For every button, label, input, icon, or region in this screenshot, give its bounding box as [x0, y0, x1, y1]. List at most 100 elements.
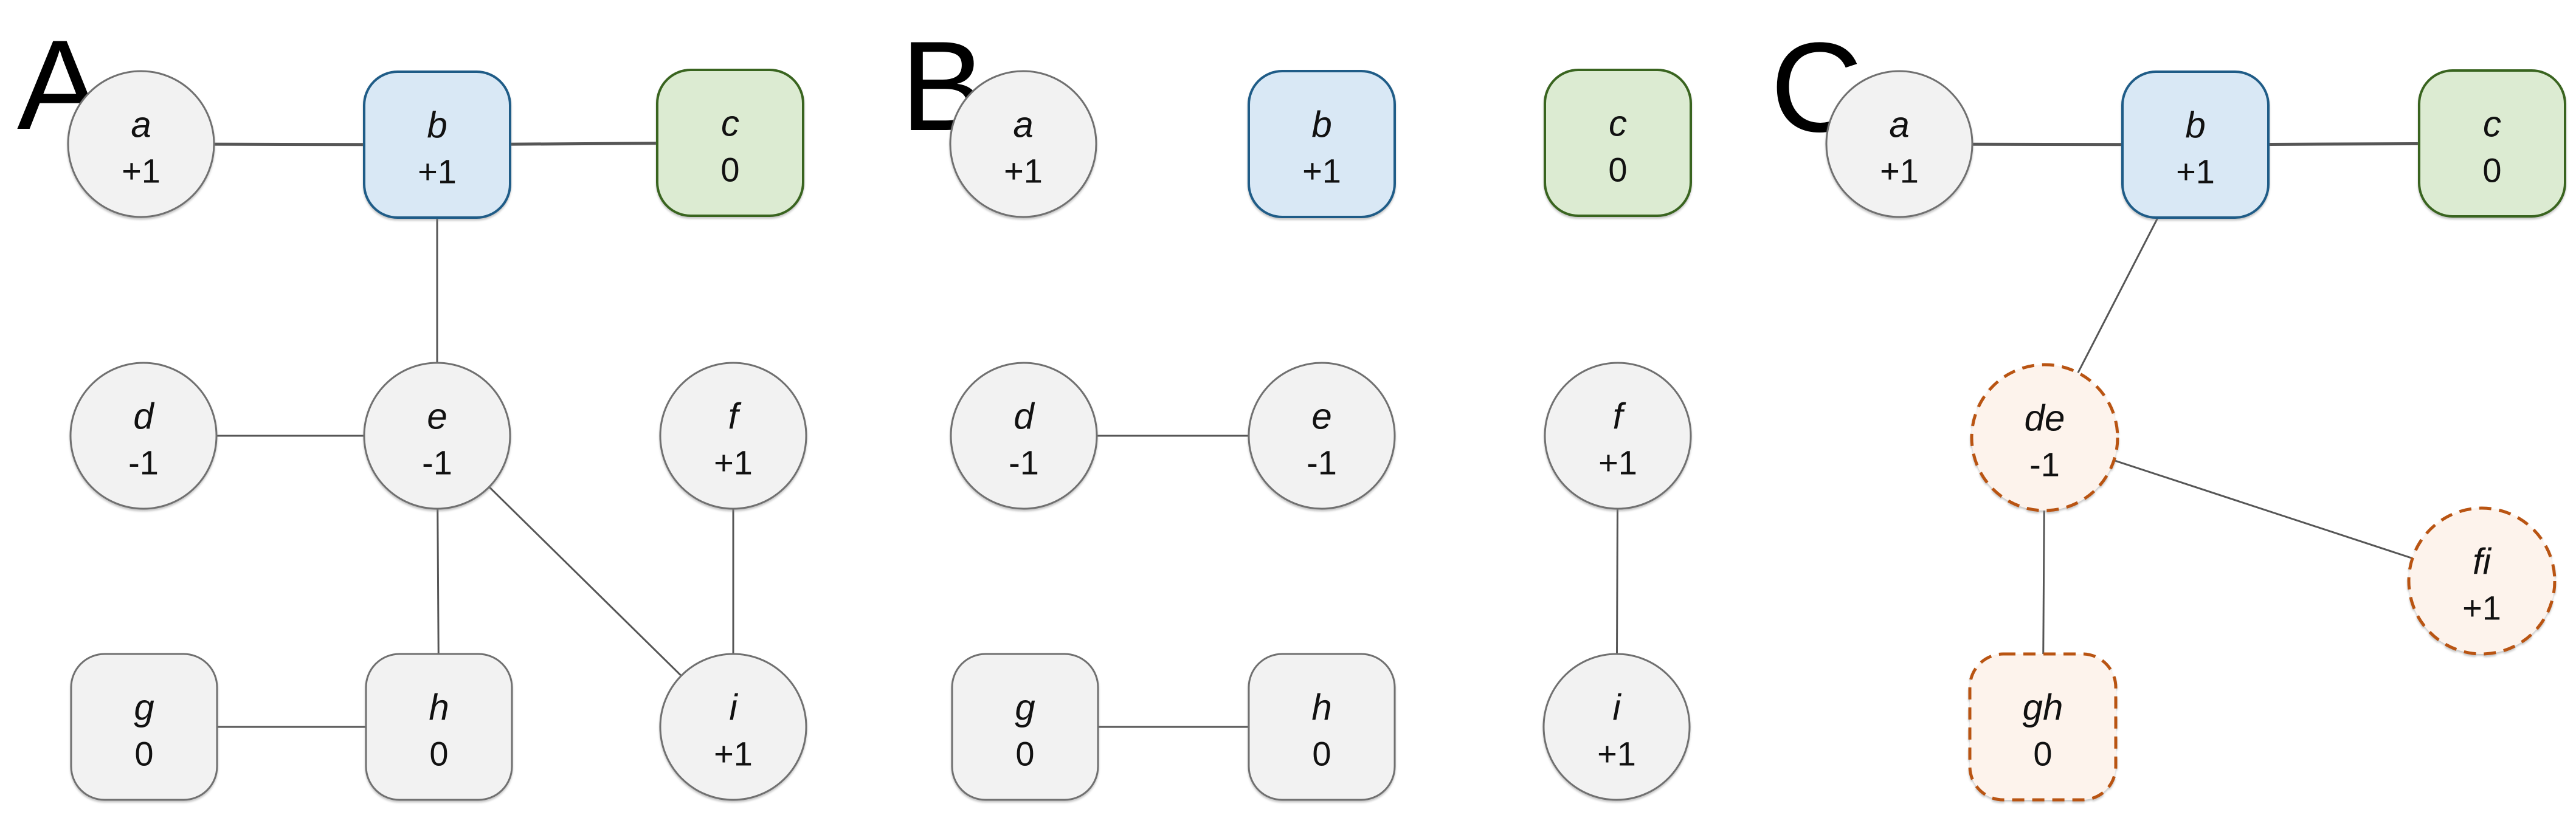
node-value: +1	[1302, 152, 1341, 190]
node-rounded-square-shape	[2121, 71, 2270, 219]
node-value: 0	[1312, 735, 1331, 773]
node-label: c	[721, 103, 739, 144]
node-value: -1	[1009, 444, 1039, 482]
node-A-b: b +1	[363, 71, 511, 219]
node-rounded-square-shape	[363, 71, 511, 219]
node-B-b: b +1	[1248, 70, 1396, 218]
node-circle-shape	[1825, 70, 1973, 218]
node-label: e	[427, 396, 447, 437]
node-label: f	[728, 396, 742, 437]
node-label: i	[729, 687, 738, 728]
node-circle-shape	[949, 70, 1097, 218]
node-A-i: i +1	[659, 653, 807, 801]
edge-C-de-fi	[2044, 436, 2482, 582]
node-value: +1	[418, 153, 457, 191]
node-value: 0	[134, 735, 153, 773]
node-label: fi	[2473, 542, 2492, 582]
node-value: +1	[714, 444, 753, 482]
node-C-b: b +1	[2121, 71, 2270, 219]
node-B-h: h0	[1248, 653, 1396, 801]
node-value: 0	[1015, 735, 1034, 773]
node-circle-shape	[67, 70, 215, 218]
node-rounded-square-shape	[656, 69, 804, 217]
node-label: g	[134, 687, 154, 728]
node-value: +1	[2462, 589, 2501, 627]
node-label: h	[1311, 687, 1331, 728]
node-circle-shape	[363, 362, 511, 510]
node-value: 0	[720, 151, 739, 189]
node-label: c	[2483, 104, 2501, 145]
node-label: de	[2025, 398, 2065, 439]
node-B-f: f +1	[1544, 362, 1692, 510]
node-rounded-square-shape	[2418, 69, 2566, 218]
node-B-e: e -1	[1248, 362, 1396, 510]
node-rounded-square-shape	[365, 653, 513, 801]
node-circle-shape	[1542, 653, 1691, 801]
node-label: c	[1609, 103, 1627, 144]
node-label: a	[131, 105, 151, 145]
node-label: d	[133, 396, 154, 437]
node-rounded-square-shape	[1544, 69, 1692, 217]
node-rounded-square-shape	[951, 653, 1099, 801]
node-value: +1	[714, 735, 753, 773]
node-A-g: g0	[70, 653, 218, 801]
node-circle-shape	[1248, 362, 1396, 510]
node-circle-shape	[659, 362, 807, 510]
node-circle-shape	[950, 362, 1098, 510]
node-rounded-square-shape	[1968, 652, 2118, 802]
node-B-c: c0	[1544, 69, 1692, 217]
node-A-e: e -1	[363, 362, 511, 510]
node-C-gh: gh 0	[1968, 652, 2118, 802]
node-value: -1	[2029, 445, 2060, 484]
node-label: b	[427, 105, 447, 146]
node-label: e	[1311, 396, 1331, 437]
node-label: b	[1311, 105, 1331, 145]
node-value: -1	[422, 444, 452, 482]
node-value: 0	[1608, 151, 1627, 189]
node-value: -1	[1307, 444, 1337, 482]
node-B-a: a +1	[949, 70, 1097, 218]
node-value: +1	[122, 152, 161, 190]
node-label: b	[2185, 105, 2205, 146]
node-label: f	[1613, 396, 1626, 437]
node-label: a	[1889, 105, 1909, 145]
node-C-fi: fi +1	[2407, 506, 2557, 656]
node-circle-shape	[1970, 363, 2119, 512]
node-value: -1	[128, 444, 159, 482]
node-A-d: d -1	[69, 362, 218, 510]
node-value: 0	[2033, 735, 2052, 773]
node-B-i: i+1	[1542, 653, 1691, 801]
node-value: 0	[2482, 151, 2501, 190]
node-value: +1	[1598, 444, 1637, 482]
node-rounded-square-shape	[1248, 653, 1396, 801]
node-circle-shape	[659, 653, 807, 801]
node-C-a: a +1	[1825, 70, 1973, 218]
node-label: d	[1013, 396, 1035, 437]
node-C-c: c0	[2418, 69, 2566, 218]
node-label: g	[1015, 687, 1035, 728]
node-label: a	[1013, 105, 1033, 145]
node-A-a: a +1	[67, 70, 215, 218]
node-label: gh	[2023, 687, 2063, 728]
node-value: +1	[2176, 153, 2215, 191]
node-A-c: c0	[656, 69, 804, 217]
node-rounded-square-shape	[1248, 70, 1396, 218]
node-value: 0	[429, 735, 448, 773]
node-circle-shape	[1544, 362, 1692, 510]
node-value: +1	[1880, 152, 1919, 190]
node-rounded-square-shape	[70, 653, 218, 801]
node-A-h: h0	[365, 653, 513, 801]
node-value: +1	[1004, 152, 1043, 190]
node-C-de: de -1	[1970, 363, 2119, 512]
node-circle-shape	[69, 362, 218, 510]
node-label: i	[1612, 687, 1621, 728]
node-circle-shape	[2407, 506, 2557, 656]
node-label: h	[429, 687, 449, 728]
node-A-f: f +1	[659, 362, 807, 510]
node-B-g: g0	[951, 653, 1099, 801]
node-B-d: d -1	[950, 362, 1098, 510]
